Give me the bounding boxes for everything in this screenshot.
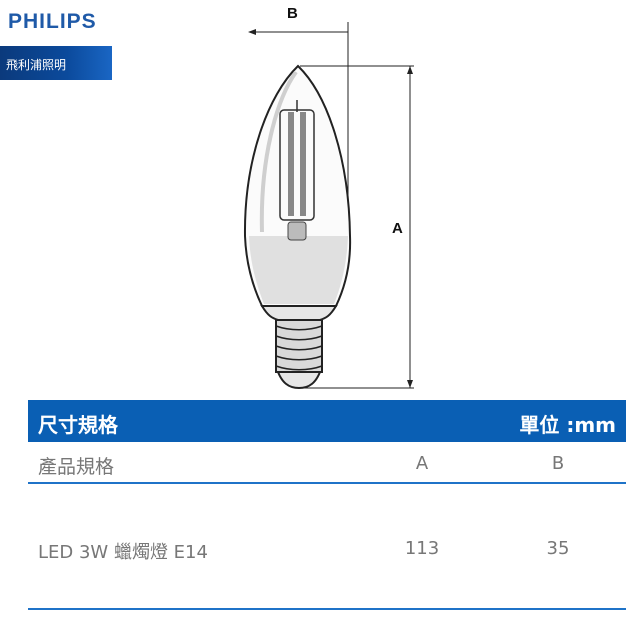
logo-subtitle-bar: 飛利浦照明 — [0, 46, 112, 80]
spec-table-header: 尺寸規格 單位 :mm — [28, 400, 626, 442]
dimension-a-line — [300, 65, 414, 389]
brand-subtitle: 飛利浦照明 — [6, 58, 67, 72]
table-row: LED 3W 蠟燭燈 E14 113 35 — [28, 484, 626, 610]
bulb-base — [260, 305, 338, 390]
bulb-dimension-drawing: B A — [243, 5, 414, 390]
dimension-a-label: A — [392, 220, 403, 237]
dimension-b-cell: 35 — [546, 538, 570, 559]
dimension-a-cell: 113 — [404, 538, 440, 559]
table-title: 尺寸規格 — [38, 413, 118, 437]
unit-label: 單位 :mm — [519, 413, 616, 437]
filament — [279, 100, 315, 241]
brand-name: PHILIPS — [8, 10, 97, 33]
table-column-header-row: 產品規格 A B — [28, 442, 626, 484]
philips-logo: PHILIPS 飛利浦照明 — [0, 0, 112, 80]
column-header-b: B — [551, 453, 565, 474]
product-name-cell: LED 3W 蠟燭燈 E14 — [38, 542, 208, 563]
dimension-b-label: B — [287, 5, 298, 22]
bulb-glass — [243, 64, 352, 307]
logo-wordmark-area: PHILIPS — [0, 0, 112, 46]
column-header-product: 產品規格 — [38, 456, 115, 478]
column-header-a: A — [415, 453, 429, 474]
